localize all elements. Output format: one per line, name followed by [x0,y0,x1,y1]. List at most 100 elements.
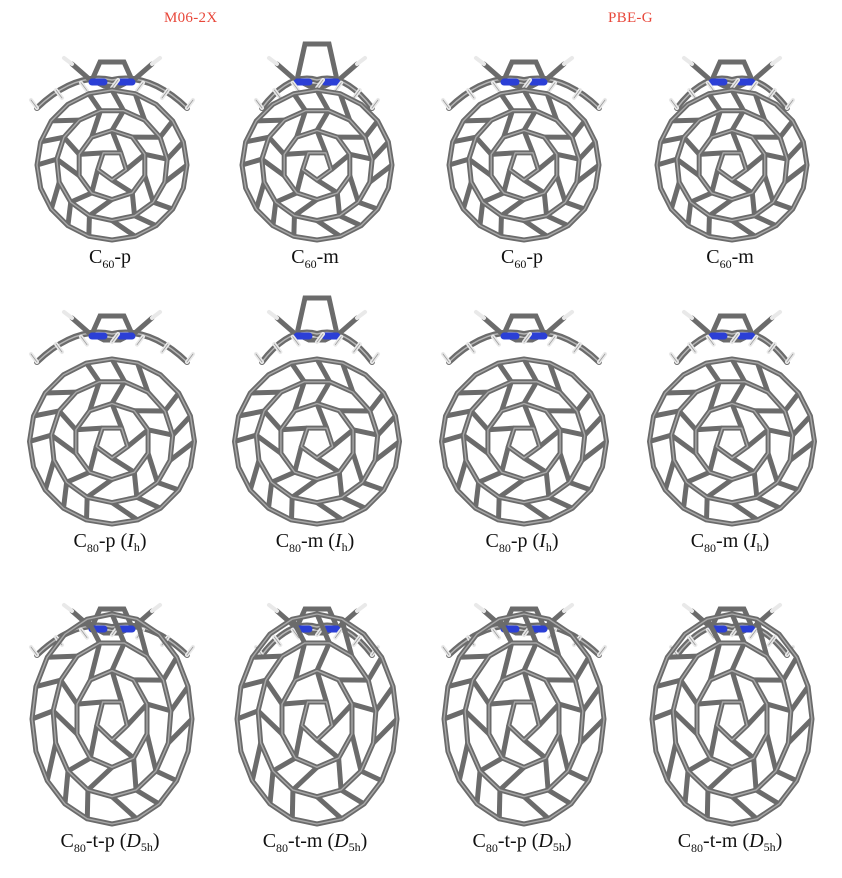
structure-drawing [239,41,395,243]
caption-cage-size: 80 [704,541,717,555]
structure-drawing [27,310,197,527]
fullerene-cage [27,356,197,527]
caption-site: -p [98,530,116,552]
caption-cage: C [262,830,277,852]
caption-symmetry: D [749,830,764,852]
fullerene-cage [232,356,402,527]
structure-caption: C80-m (Ih) [690,530,770,555]
caption-site: -m [316,246,339,268]
structure-panel [640,585,820,830]
structure-drawing [29,603,195,827]
caption-cage-size: 80 [276,841,289,855]
caption-symmetry: I [539,530,546,552]
structure-panel [20,292,200,530]
structure-drawing [234,603,400,827]
fullerene-cage [239,87,395,243]
structure-drawing [654,56,810,243]
caption-cage: C [73,530,87,552]
caption-symmetry: I [334,530,342,552]
adsorbate-molecule [29,310,195,365]
caption-cage-size: 60 [514,257,527,271]
caption-cage-size: 80 [289,541,302,555]
structure-drawing [441,603,607,827]
structure-caption: C80-p (Ih) [73,530,147,555]
structure-drawing [649,603,815,827]
fullerene-cage [654,87,810,243]
caption-cage-size: 60 [304,257,317,271]
caption-symmetry: D [334,830,349,852]
caption-cage-size: 80 [691,841,704,855]
adsorbate-molecule [441,310,607,365]
caption-site: -t-m [703,830,738,852]
caption-cage: C [60,830,74,852]
adsorbate-molecule [254,41,380,111]
fullerene-cage [34,87,190,243]
structure-panel [432,292,612,530]
adsorbate-molecule [669,56,795,111]
structure-panel [20,38,200,246]
structure-caption: C80-t-p (D5h) [60,830,160,855]
structure-panel [640,292,820,530]
structure-panel [640,38,820,246]
caption-cage: C [88,246,103,268]
caption-cage: C [485,530,499,552]
caption-cage: C [472,830,486,852]
structure-drawing [29,56,195,243]
caption-cage: C [706,246,720,268]
caption-symmetry-sub: 5h [763,840,776,854]
structure-caption: C80-t-m (D5h) [677,830,783,855]
structure-caption: C60-m [225,246,405,272]
caption-symmetry-sub: 5h [552,840,565,854]
method-header-right: PBE-G [608,10,653,26]
caption-site: -m [716,530,739,552]
caption-site: -t-p [497,830,527,852]
caption-site: -m [731,246,754,268]
caption-cage-size: 80 [498,541,511,555]
fullerene-cage [441,611,607,827]
structure-panel [432,585,612,830]
caption-cage: C [500,246,515,268]
structure-panel [432,38,612,246]
structure-caption: C80-t-p (D5h) [472,830,572,855]
adsorbate-molecule [441,56,607,111]
caption-cage: C [291,246,305,268]
structure-panel [20,585,200,830]
fullerene-cage [439,356,609,527]
caption-cage-size: 60 [102,257,115,271]
caption-symmetry-sub: h [341,540,348,554]
structure-panel [225,585,405,830]
method-header-left: M06-2X [164,10,218,26]
adsorbate-molecule [29,56,195,111]
caption-symmetry: I [127,530,134,552]
fullerene-cage [234,611,400,827]
caption-symmetry-sub: 5h [140,840,153,854]
caption-cage: C [690,530,705,552]
structure-caption: C80-t-m (D5h) [262,830,368,855]
structure-drawing [647,310,817,527]
caption-symmetry-sub: h [756,540,763,554]
structure-drawing [441,56,607,243]
caption-cage-size: 80 [86,541,99,555]
structure-panel [225,38,405,246]
structure-drawing [439,310,609,527]
caption-symmetry-sub: h [133,540,140,554]
adsorbate-molecule [669,310,795,365]
structure-caption: C60-p [432,246,612,272]
caption-site: -m [301,530,324,552]
fullerene-cage [649,611,815,827]
caption-site: -t-m [288,830,323,852]
structure-caption: C60-m [640,246,820,272]
caption-symmetry-sub: 5h [348,840,361,854]
adsorbate-molecule [254,295,380,365]
caption-symmetry-sub: h [545,540,552,554]
caption-cage-size: 60 [719,257,732,271]
structure-caption: C80-m (Ih) [275,530,355,555]
caption-symmetry: D [126,830,141,852]
caption-symmetry: I [749,530,757,552]
caption-cage-size: 80 [73,841,86,855]
structure-drawing [232,295,402,527]
fullerene-cage [647,356,817,527]
fullerene-cage [29,611,195,827]
caption-site: -p [510,530,528,552]
structure-caption: C80-p (Ih) [485,530,559,555]
